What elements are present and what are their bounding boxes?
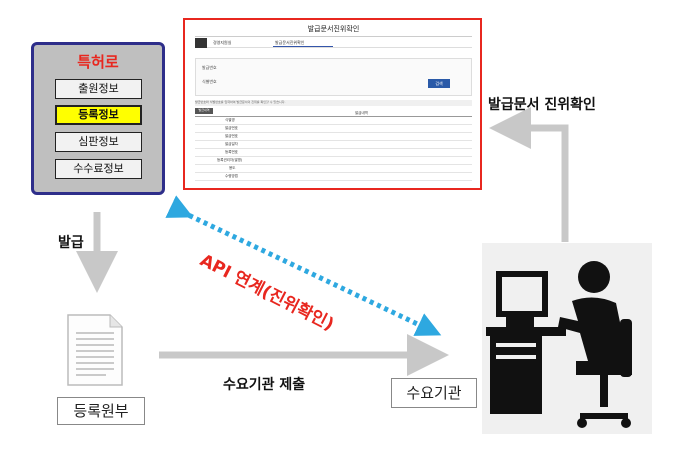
table-col-header: 발급내역 [355, 111, 368, 115]
table-row: 등록권리자(발명) [195, 157, 472, 165]
document-icon [67, 314, 123, 386]
table-row: 등록번호 [195, 149, 472, 157]
screen-header: 발급문서진위확인 [195, 24, 472, 37]
issue-no-label: 발급번호 [202, 65, 217, 70]
table-row: 발급일자 [195, 141, 472, 149]
check-no-label: 식별번호 [202, 79, 217, 84]
nav-item-2[interactable]: 발급문서진위확인 [275, 40, 305, 45]
verify-arrow [489, 107, 569, 242]
screen-nav: 경영지원실 발급문서진위확인 [195, 38, 472, 48]
table-row: 용도 [195, 165, 472, 173]
nav-item-1[interactable]: 경영지원실 [213, 40, 232, 45]
result-table: 발급내역 식별명 발급번호 발급번호 발급일자 등록번호 등록권리자(발명) 용… [195, 111, 472, 182]
user-panel [482, 243, 652, 434]
table-tag: 발급내역 [195, 108, 213, 114]
menu-registration-info[interactable]: 등록정보 [55, 105, 142, 125]
submit-label: 수요기관 제출 [223, 377, 306, 393]
verification-screenshot: 발급문서진위확인 경영지원실 발급문서진위확인 발급번호 식별번호 검색 발급번… [183, 18, 482, 190]
table-row: 수령방법 [195, 173, 472, 181]
nav-active-underline [273, 46, 333, 47]
home-icon[interactable] [195, 38, 207, 48]
menu-fee-info[interactable]: 수수료정보 [55, 159, 142, 179]
search-form: 발급번호 식별번호 검색 [195, 58, 472, 96]
issue-label: 발급 [58, 235, 84, 251]
menu-trial-info[interactable]: 심판정보 [55, 132, 142, 152]
table-row: 식별명 [195, 117, 472, 125]
table-row: 발급번호 [195, 133, 472, 141]
info-text: 발급번호와 식별번호를 입력하여 발급문서의 진위를 확인할 수 있습니다. [195, 100, 472, 106]
demand-org-caption: 수요기관 [391, 378, 477, 408]
kipo-title: 특허로 [77, 53, 119, 71]
computer-user-icon [486, 261, 632, 428]
verify-label: 발급문서 진위확인 [488, 97, 596, 113]
kipo-portal-box: 특허로 출원정보 등록정보 심판정보 수수료정보 [31, 42, 165, 195]
api-link-arrow [165, 195, 442, 336]
table-row: 발급번호 [195, 125, 472, 133]
document-caption: 등록원부 [57, 397, 145, 425]
menu-application-info[interactable]: 출원정보 [55, 79, 142, 99]
search-button[interactable]: 검색 [428, 79, 450, 88]
